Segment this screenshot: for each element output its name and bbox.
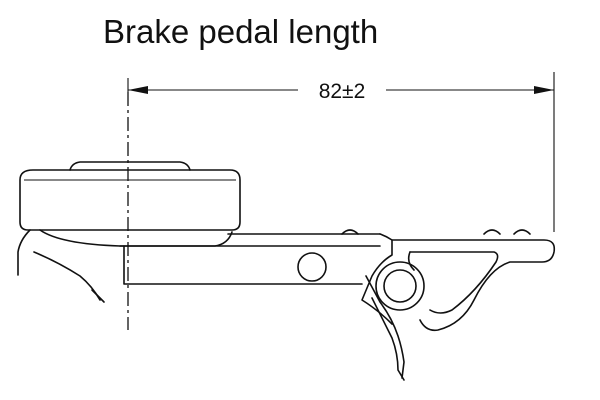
dimension-label: 82±2: [319, 80, 366, 103]
cam-lever: [391, 239, 556, 332]
hinge-bracket: [361, 233, 425, 381]
diagram-title: Brake pedal length: [103, 13, 378, 50]
hinge-knuckle: [375, 261, 425, 311]
pedal-base: [17, 229, 233, 303]
left-arrowhead: [128, 86, 148, 94]
arm-pin: [297, 252, 327, 282]
pedal-arm: [119, 229, 531, 285]
length-dimension: 82±2: [127, 72, 555, 330]
hinge-pin: [383, 269, 417, 303]
right-arrowhead: [534, 86, 554, 94]
pedal-pad: [19, 161, 241, 231]
